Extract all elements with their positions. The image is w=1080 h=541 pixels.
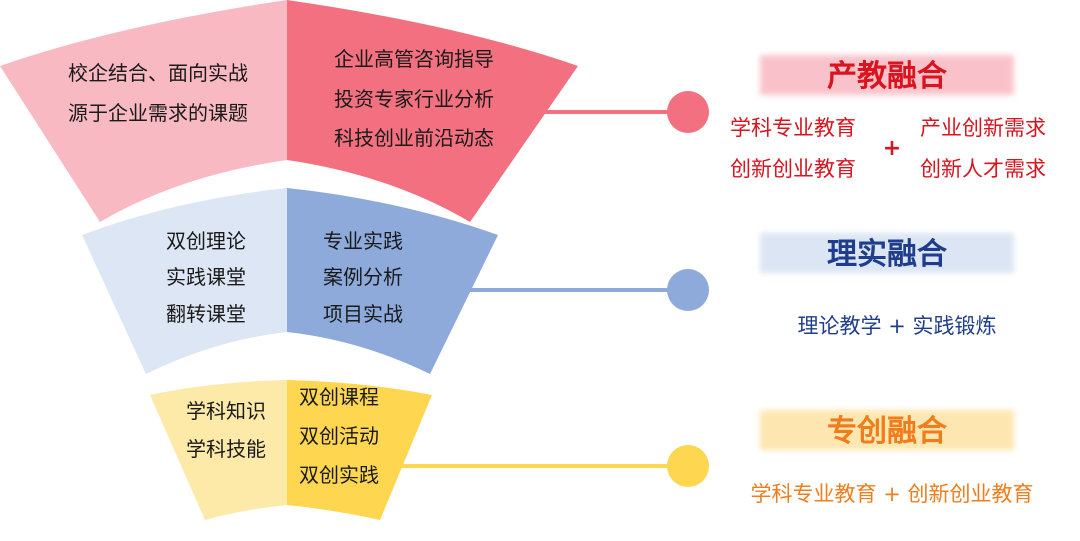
tier-3-right-panel	[287, 380, 432, 520]
tier-1-segment: 校企结合、面向实战 源于企业需求的课题 企业高管咨询指导 投资专家行业分析 科技…	[0, 0, 709, 222]
tier-3-right-line-2: 双创活动	[299, 424, 379, 448]
tier-1-right-line-3: 科技创业前沿动态	[334, 126, 494, 150]
tier-3-left-line-1: 学科知识	[186, 399, 266, 423]
panel-2-desc: 理论教学 + 实践锻炼	[798, 314, 997, 338]
tier-1-left-line-2: 源于企业需求的课题	[68, 101, 248, 125]
tier-1-right-line-1: 企业高管咨询指导	[334, 47, 494, 71]
tier-2-left-line-1: 双创理论	[166, 229, 246, 253]
tier-1-right-panel	[287, 0, 578, 222]
tier-2-right-line-2: 案例分析	[323, 265, 403, 289]
panel-1-left-line-2: 创新创业教育	[730, 157, 856, 181]
tier-3-right-line-3: 双创实践	[299, 463, 379, 487]
tier-1-left-panel	[0, 0, 287, 222]
panel-3-desc: 学科专业教育 + 创新创业教育	[751, 482, 1034, 506]
tier-2-right-panel	[287, 188, 498, 374]
tier-1-left-line-1: 校企结合、面向实战	[68, 61, 248, 85]
panel-1-title: 产教融合	[827, 59, 947, 94]
panel-3-title: 专创融合	[827, 414, 947, 449]
panel-theory-practice: 理实融合 理论教学 + 实践锻炼	[760, 233, 1014, 338]
tier-2-left-line-3: 翻转课堂	[166, 302, 246, 326]
panel-industry-education: 产教融合 学科专业教育 创新创业教育 + 产业创新需求 创新人才需求	[730, 55, 1046, 181]
tier-3-node	[667, 445, 709, 487]
tier-2-node	[667, 269, 709, 311]
tier-2-left-panel	[82, 188, 287, 374]
panel-1-right-line-1: 产业创新需求	[920, 116, 1046, 140]
tier-3-segment: 学科知识 学科技能 双创课程 双创活动 双创实践	[150, 380, 709, 520]
panel-1-plus: +	[883, 136, 901, 161]
panel-3-title-band	[760, 410, 1014, 450]
tier-3-left-line-2: 学科技能	[186, 437, 266, 461]
tier-1-right-line-2: 投资专家行业分析	[334, 87, 494, 111]
panel-2-title: 理实融合	[827, 237, 947, 272]
panel-1-title-band	[760, 55, 1014, 95]
tier-2-right-line-3: 项目实战	[323, 302, 403, 326]
tier-3-right-line-1: 双创课程	[299, 385, 379, 409]
tier-1-node	[667, 91, 709, 133]
panel-1-right-line-2: 创新人才需求	[920, 157, 1046, 181]
tier-2-right-line-1: 专业实践	[323, 229, 403, 253]
tier-2-segment: 双创理论 实践课堂 翻转课堂 专业实践 案例分析 项目实战	[82, 188, 709, 374]
panel-1-left-line-1: 学科专业教育	[730, 116, 856, 140]
panel-specialty-innovation: 专创融合 学科专业教育 + 创新创业教育	[751, 410, 1034, 506]
tier-3-left-panel	[150, 380, 287, 520]
tier-2-left-line-2: 实践课堂	[166, 265, 246, 289]
panel-2-title-band	[760, 233, 1014, 273]
